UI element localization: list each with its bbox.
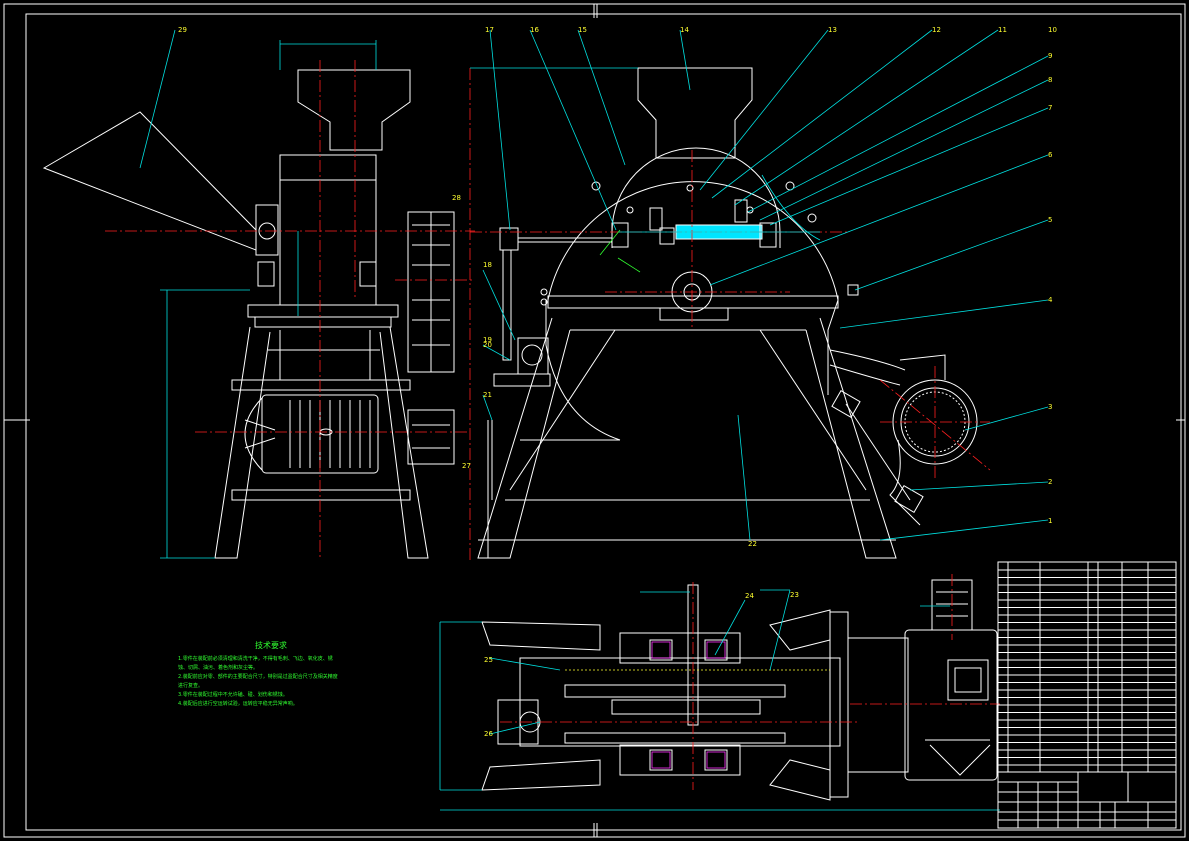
tech-requirements: 技术要求 1.零件在装配前必须清理和清洗干净，不得有毛刺、飞边、氧化皮、锈蚀、切…: [178, 640, 338, 707]
part-number-8: 8: [1048, 76, 1052, 84]
top-view: [439, 574, 1000, 811]
part-number-12: 12: [932, 26, 941, 34]
hopper: [297, 69, 411, 151]
part-number-5: 5: [1048, 216, 1052, 224]
part-number-9: 9: [1048, 52, 1052, 60]
part-number-25: 25: [484, 656, 493, 664]
part-number-17: 17: [485, 26, 494, 34]
part-number-10: 10: [1048, 26, 1057, 34]
title-block: [997, 771, 1177, 829]
part-number-3: 3: [1048, 403, 1052, 411]
right-pulley-assembly: [829, 284, 978, 526]
tech-requirement-line: 进行复查。: [178, 682, 203, 689]
part-number-24: 24: [745, 592, 754, 600]
part-number-19: 19: [483, 336, 492, 344]
front-view: [469, 29, 1049, 560]
belt-pulley-lower: [407, 409, 455, 465]
part-number-11: 11: [998, 26, 1007, 34]
part-number-4: 4: [1048, 296, 1053, 304]
part-number-21: 21: [483, 391, 492, 399]
motor-top-view: [904, 629, 998, 781]
tech-requirement-line: 蚀、切屑、油污、着色剂和灰尘等。: [178, 664, 258, 671]
tech-requirement-line: 2.装配前应对零、部件的主要配合尺寸，特别是过盈配合尺寸及相关精度: [178, 673, 338, 680]
part-number-13: 13: [828, 26, 837, 34]
tech-requirements-title: 技术要求: [255, 640, 287, 650]
tech-requirement-line: 4.装配后应进行空运转试验，运转应平稳无异常声响。: [178, 700, 298, 707]
tech-requirement-line: 3.零件在装配过程中不允许磕、碰、划伤和锈蚀。: [178, 691, 288, 698]
inner-border: [25, 13, 1182, 831]
part-number-26: 26: [484, 730, 493, 738]
part-number-labels: 1234567891011121314151617181920212223242…: [178, 26, 1057, 738]
part-number-15: 15: [578, 26, 587, 34]
part-number-29: 29: [178, 26, 187, 34]
part-number-7: 7: [1048, 104, 1052, 112]
crusher-chamber: [547, 181, 839, 301]
part-number-20: 20: [483, 341, 492, 349]
centering-marks: [4, 4, 1185, 837]
part-number-6: 6: [1048, 151, 1053, 159]
part-number-14: 14: [680, 26, 689, 34]
machine-stand: [477, 317, 897, 559]
tech-requirement-line: 1.零件在装配前必须清理和清洗干净，不得有毛刺、飞边、氧化皮、锈: [178, 655, 333, 662]
part-number-16: 16: [530, 26, 539, 34]
feed-chute: [42, 111, 257, 251]
feed-hopper: [637, 67, 753, 159]
part-number-2: 2: [1048, 478, 1052, 486]
part-number-28: 28: [452, 194, 461, 202]
part-number-27: 27: [462, 462, 471, 470]
part-number-18: 18: [483, 261, 492, 269]
part-number-23: 23: [790, 591, 799, 599]
part-number-22: 22: [748, 540, 757, 548]
part-number-1: 1: [1048, 517, 1052, 525]
parts-list-table: [997, 561, 1177, 829]
side-view: [42, 29, 475, 560]
